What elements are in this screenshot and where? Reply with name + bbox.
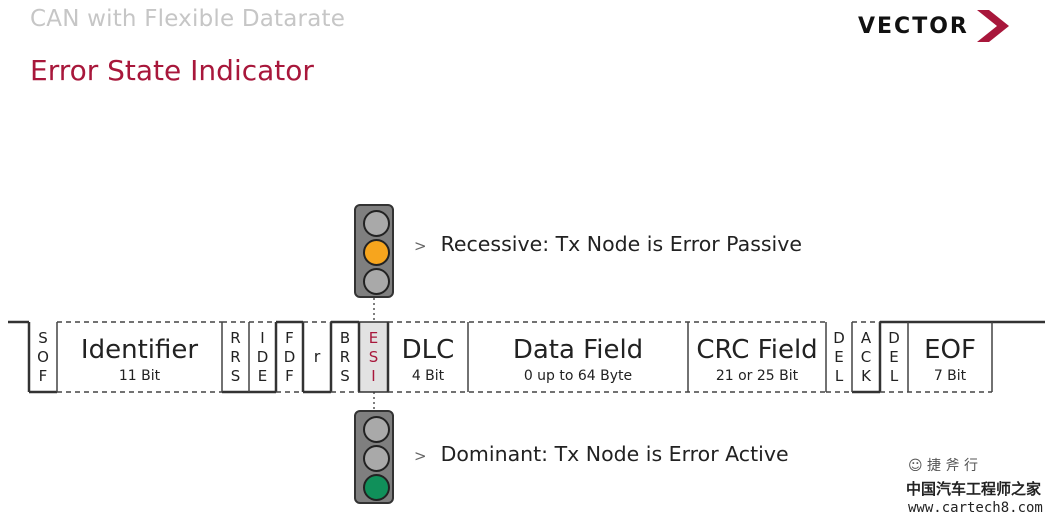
signal-edges	[27, 322, 882, 392]
page-title: Error State Indicator	[30, 54, 314, 87]
watermark-url: www.cartech8.com	[908, 500, 1043, 516]
esi-letter: E	[369, 329, 378, 347]
watermark-cn: 中国汽车工程师之家	[906, 480, 1042, 498]
lamp-bottom	[363, 268, 390, 295]
fdf-letter: D	[284, 348, 296, 366]
fdf-letter: F	[285, 367, 294, 385]
esi-letter: I	[371, 367, 375, 385]
field-separators	[56, 322, 993, 392]
identifier-subtitle: 11 Bit	[119, 368, 161, 384]
identifier-dashed-box	[57, 321, 222, 393]
eof-title: EOF	[924, 335, 976, 365]
ack_del-letter: E	[889, 348, 898, 366]
data-subtitle: 0 up to 64 Byte	[524, 368, 632, 384]
sof-letter: S	[38, 329, 48, 347]
lamp-middle	[363, 445, 390, 472]
traffic-light-recessive	[354, 204, 394, 298]
crc_del-letter: D	[833, 329, 845, 347]
brs-letter: B	[340, 329, 350, 347]
supertitle: CAN with Flexible Datarate	[30, 6, 346, 32]
esi-highlight	[358, 321, 389, 393]
traffic-light-dominant	[354, 410, 394, 504]
eof-subtitle: 7 Bit	[934, 368, 967, 384]
watermark-brand: ☺ 捷 斧 行	[908, 458, 978, 474]
ack_del-letter: D	[888, 329, 900, 347]
lamp-middle-amber	[363, 239, 390, 266]
dominant-label: Dominant: Tx Node is Error Active	[440, 442, 789, 466]
chevron-right-icon: >	[414, 237, 427, 255]
caption-recessive: > Recessive: Tx Node is Error Passive	[414, 232, 802, 256]
fdf-letter: F	[285, 329, 294, 347]
dlc-subtitle: 4 Bit	[412, 368, 445, 384]
lamp-top	[363, 210, 390, 237]
chevron-right-icon: >	[414, 447, 427, 465]
r-letter: r	[314, 347, 321, 366]
brs-letter: S	[340, 367, 350, 385]
logo-text: VECTOR	[858, 13, 969, 39]
rrs-letter: R	[230, 348, 240, 366]
crc_del-letter: L	[835, 367, 844, 385]
recessive-label: Recessive: Tx Node is Error Passive	[440, 232, 802, 256]
rrs-letter: S	[231, 367, 241, 385]
dlc-to-crc-dashed-box	[388, 321, 826, 393]
lamp-top	[363, 416, 390, 443]
ack-letter: K	[861, 367, 872, 385]
ack-letter: A	[861, 329, 872, 347]
ack_del-letter: L	[890, 367, 899, 385]
esi-letter: S	[369, 348, 379, 366]
caption-dominant: > Dominant: Tx Node is Error Active	[414, 442, 789, 466]
dlc-title: DLC	[402, 335, 455, 365]
data-title: Data Field	[513, 335, 643, 365]
vector-logo: VECTOR	[858, 8, 1018, 44]
crc-title: CRC Field	[696, 335, 817, 365]
crc_del-letter: E	[834, 348, 843, 366]
sof-letter: O	[37, 348, 49, 366]
brs-letter: R	[340, 348, 350, 366]
ide-letter: E	[258, 367, 267, 385]
ack-letter: C	[861, 348, 871, 366]
sof-letter: F	[39, 367, 48, 385]
identifier-title: Identifier	[81, 335, 198, 365]
logo-arrow-icon	[976, 10, 1009, 42]
ide-letter: I	[260, 329, 264, 347]
lamp-bottom-green	[363, 474, 390, 501]
rrs-letter: R	[230, 329, 240, 347]
ide-letter: D	[257, 348, 269, 366]
crc-subtitle: 21 or 25 Bit	[716, 368, 799, 384]
